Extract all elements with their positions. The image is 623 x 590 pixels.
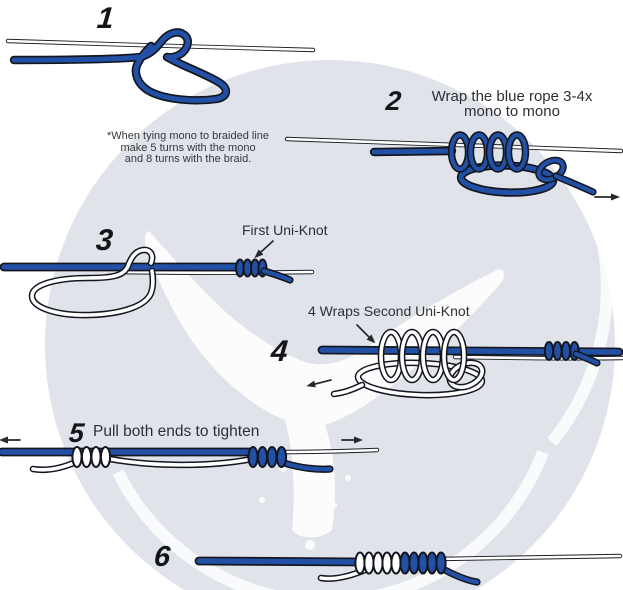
step2-knot-drawing: [284, 131, 623, 201]
step6-blue-tag-end: [439, 565, 481, 586]
step6-white-knot-coil: [354, 551, 402, 575]
mono-braid-note: *When tying mono to braided line make 5 …: [86, 130, 290, 166]
step6-number: 6: [152, 541, 171, 573]
step3-mono-line: [117, 269, 315, 275]
step5-number: 5: [67, 418, 85, 448]
step3-blue-tag-end: [260, 267, 294, 284]
step1-number: 1: [95, 2, 115, 35]
arrow-right-icon: [341, 436, 363, 444]
step5-white-tail: [29, 458, 80, 474]
step4-mono-line: [452, 354, 623, 361]
note-line2: make 5 turns with the mono: [120, 141, 256, 154]
second-uni-knot-label: 4 Wraps Second Uni-Knot: [308, 303, 470, 319]
step6-blue-line: [194, 556, 370, 567]
step2-caption: Wrap the blue rope 3-4x mono to mono: [402, 89, 622, 119]
whale-tail-shape: [145, 231, 504, 538]
watermark-ring-arc-right: [516, 93, 613, 446]
first-uni-knot-label: First Uni-Knot: [242, 222, 328, 238]
step2-caption-line2: mono to mono: [464, 103, 560, 120]
step3-white-rope-loop: [28, 246, 157, 319]
step5-mono-line: [282, 447, 380, 455]
step1-knot-drawing: [5, 28, 316, 105]
watermark-ring-arc-bottom: [112, 449, 549, 590]
note-line3: and 8 turns with the braid.: [124, 153, 252, 165]
step5-knot-drawing: [0, 436, 380, 474]
step2-wrap-rings: [447, 131, 530, 173]
step4-number: 4: [269, 335, 289, 368]
step5-blue-tag-end: [280, 459, 334, 473]
step5-white-knot-coil: [71, 446, 112, 468]
arrow-left-icon: [0, 436, 21, 444]
step2-blue-rope: [369, 146, 597, 197]
arrow-right-icon: [594, 193, 620, 201]
note-line1: *When tying mono to braided line: [106, 130, 270, 142]
step3-knot-drawing: [0, 240, 315, 319]
step6-knot-drawing: [194, 551, 623, 586]
step5-blue-knot-coil: [247, 446, 288, 468]
step3-label-arrow: [254, 240, 274, 259]
step3-uni-knot-coil: [235, 258, 268, 278]
step5-caption: Pull both ends to tighten: [93, 423, 260, 440]
step1-blue-rope: [9, 28, 231, 105]
step2-number: 2: [384, 86, 402, 116]
step4-wrap-rings: [377, 328, 468, 384]
step5-white-sag-rope: [101, 454, 256, 469]
step4-blue-tag-end: [572, 350, 601, 367]
step2-caption-line1: Wrap the blue rope 3-4x: [431, 88, 593, 105]
step1-mono-line: [5, 38, 316, 53]
step3-number: 3: [94, 224, 114, 257]
whale-tail-watermark: [45, 60, 615, 590]
step6-mono-line: [437, 553, 623, 562]
watermark-circle: [45, 60, 615, 590]
step6-blue-knot-coil: [399, 551, 447, 575]
step4-knot-drawing: [306, 324, 623, 399]
step4-label-arrow: [356, 324, 376, 344]
arrow-left-icon: [306, 379, 332, 388]
